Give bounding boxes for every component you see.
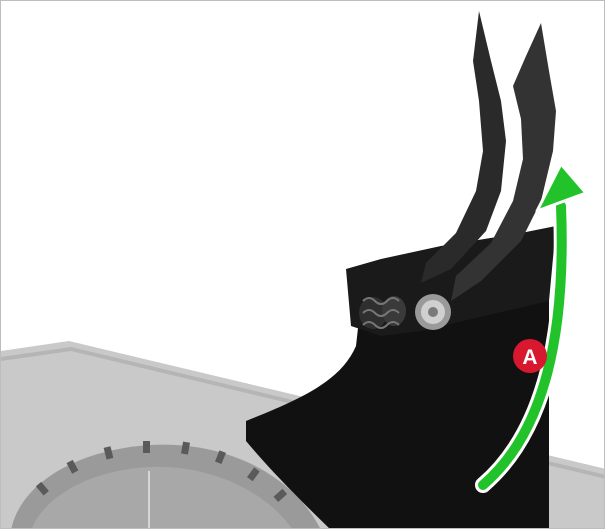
callout-a: A	[513, 339, 547, 373]
callout-a-label: A	[522, 346, 537, 369]
pivot-bolt	[415, 294, 451, 330]
